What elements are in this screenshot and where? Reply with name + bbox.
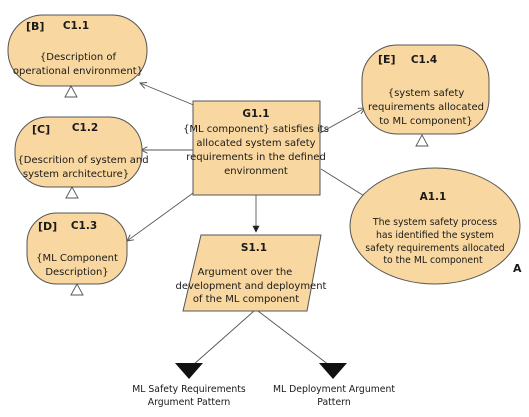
node-text-line: environment: [224, 166, 288, 177]
assumption-a1-1: A1.1 The system safety process has ident…: [349, 167, 522, 285]
node-id: A1.1: [420, 191, 447, 203]
assumption-shape: [349, 167, 521, 285]
node-tag: [C]: [32, 123, 50, 136]
context-c1-3: [D] C1.3 {ML Component Description}: [26, 212, 128, 296]
edge-g11-c11: [140, 83, 197, 107]
context-shape: [361, 44, 490, 135]
node-text-line: The system safety process: [372, 217, 497, 228]
node-tag: [B]: [26, 20, 44, 33]
edge-g11-a11: [320, 168, 369, 199]
node-tag: [E]: [378, 53, 396, 66]
node-text-line: {ML component} satisfies its: [183, 124, 329, 135]
node-text-line: of the ML component: [193, 294, 299, 305]
node-text-line: safety requirements allocated: [365, 243, 505, 254]
pattern-label-line: Pattern: [317, 397, 351, 408]
node-text-line: requirements in the defined: [186, 152, 326, 163]
node-tag: [D]: [38, 220, 57, 233]
node-text-line: requirements allocated: [368, 102, 484, 113]
node-text-line: has identified the system: [376, 230, 494, 241]
node-text-line: Description}: [45, 267, 108, 278]
pattern-label-line: Argument Pattern: [148, 397, 231, 408]
goal-shape: [192, 100, 321, 196]
node-text-line: {Descrition of system and: [17, 155, 148, 166]
pattern-arrowhead: [319, 363, 347, 379]
goal-g1-1: G1.1 {ML component} satisfies its alloca…: [183, 100, 329, 196]
node-text-line: operational environment}: [13, 66, 143, 77]
context-undeveloped-triangle: [64, 85, 78, 98]
pattern-arrowhead: [175, 363, 203, 379]
node-text-line: allocated system safety: [196, 138, 315, 149]
node-text-line: to the ML component: [383, 255, 483, 266]
node-id: G1.1: [242, 108, 269, 120]
node-id: C1.2: [72, 122, 98, 134]
node-text-line: to ML component}: [379, 116, 473, 127]
context-shape: [14, 116, 143, 188]
context-c1-2: [C] C1.2 {Descrition of system and syste…: [14, 116, 149, 199]
context-c1-1: [B] C1.1 {Description of operational env…: [7, 14, 148, 98]
node-text-line: Argument over the: [198, 267, 293, 278]
node-text-line: {ML Component: [36, 253, 118, 264]
edge-s11-p2: [257, 310, 330, 366]
edge-s11-p1: [192, 310, 255, 366]
node-id: C1.4: [411, 54, 437, 66]
node-id: C1.1: [63, 20, 89, 32]
pattern-ml-safety-requirements: ML Safety Requirements Argument Pattern: [132, 363, 246, 408]
node-text-line: {Description of: [40, 52, 117, 63]
edge-g11-c14: [319, 108, 365, 134]
context-c1-4: [E] C1.4 {system safety requirements all…: [361, 44, 490, 147]
edge-g11-c13: [127, 187, 201, 241]
pattern-ml-deployment: ML Deployment Argument Pattern: [273, 363, 395, 408]
strategy-shape: [182, 234, 322, 312]
node-text-line: development and deployment: [176, 281, 327, 292]
node-id: C1.3: [71, 220, 97, 232]
assumption-marker: A: [513, 262, 522, 275]
context-shape: [7, 14, 148, 87]
context-undeveloped-triangle: [415, 134, 429, 147]
strategy-s1-1: S1.1 Argument over the development and d…: [176, 234, 327, 312]
context-undeveloped-triangle: [65, 186, 79, 199]
node-id: S1.1: [241, 242, 267, 254]
node-text-line: system architecture}: [23, 169, 129, 180]
node-text-line: {system safety: [388, 88, 465, 99]
context-undeveloped-triangle: [70, 283, 84, 296]
pattern-label-line: ML Safety Requirements: [132, 384, 246, 395]
pattern-label-line: ML Deployment Argument: [273, 384, 395, 395]
